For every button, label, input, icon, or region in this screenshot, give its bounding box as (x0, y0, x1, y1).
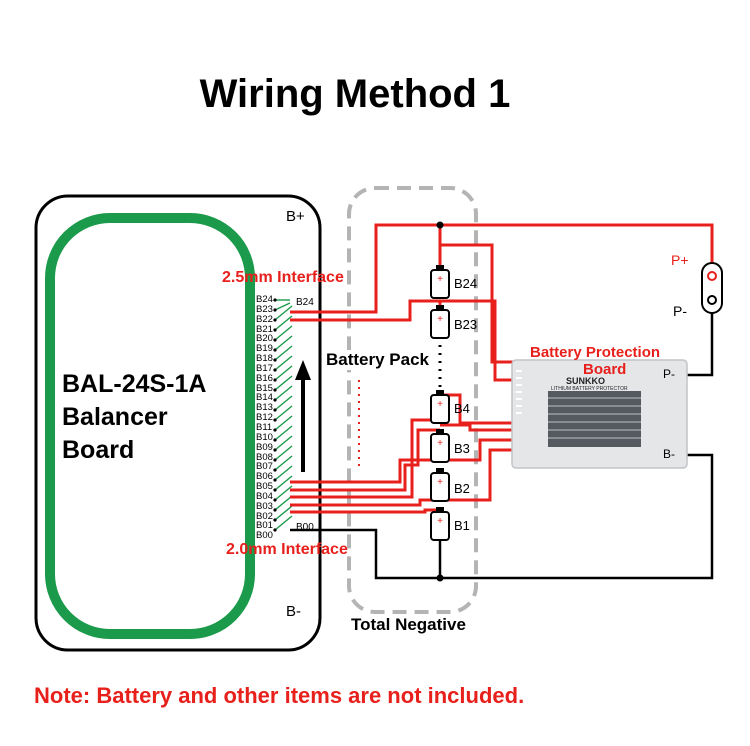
pin-list: B24 B23 B22 B21 B20 B19 B18 B17 B16 B15 … (256, 295, 273, 541)
balancer-bplus-label: B+ (286, 208, 305, 225)
svg-text:+: + (437, 399, 443, 410)
pin-dots (273, 298, 277, 532)
protection-board (511, 359, 688, 469)
pin-label: B09 (256, 441, 273, 453)
pcb-label-line1: Battery Protection (530, 344, 661, 361)
up-arrow-head (295, 360, 311, 380)
output-terminal (701, 262, 723, 314)
total-negative-label: Total Negative (351, 615, 466, 634)
output-pminus-label: P- (673, 303, 687, 319)
cell-B1: + (430, 507, 450, 541)
cell-B4: + (430, 390, 450, 424)
cell-B23: + (430, 305, 450, 339)
pin-label: B16 (256, 372, 273, 384)
red-wires (290, 223, 714, 514)
balancer-name: BAL-24S-1A Balancer Board (62, 368, 206, 467)
svg-text:+: + (437, 274, 443, 285)
pcb-bminus-label: B- (663, 447, 675, 461)
pin-label: B06 (256, 471, 273, 483)
pin-label: B21 (256, 323, 273, 335)
svg-text:+: + (437, 477, 443, 488)
pin-label: B08 (256, 451, 273, 463)
pin-label: B22 (256, 313, 273, 325)
balancer-bminus-label: B- (286, 603, 301, 620)
black-wires (290, 310, 714, 580)
pin-wires (274, 299, 293, 531)
cell-B2: + (430, 468, 450, 502)
pcb-subtitle: LITHIUM BATTERY PROTECTOR (551, 386, 628, 392)
interface-top-label: 2.5mm Interface (222, 269, 344, 286)
pin-label: B07 (256, 461, 273, 473)
cell-label-b24: B24 (454, 276, 478, 291)
cell-B3: + (430, 429, 450, 463)
pin-label: B24 (256, 294, 273, 305)
pin-bottom-tag: B00 (296, 522, 314, 533)
svg-text:+: + (437, 516, 443, 527)
output-pplus-label: P+ (671, 252, 689, 268)
page-title: Wiring Method 1 (199, 72, 511, 116)
pin-label: B15 (256, 382, 273, 394)
pin-label: B03 (256, 500, 273, 512)
disclaimer-note: Note: Battery and other items are not in… (34, 683, 525, 708)
svg-text:+: + (437, 438, 443, 449)
cell-label-b2: B2 (454, 481, 470, 496)
pcb-pminus-label: P- (663, 367, 675, 381)
pin-label: B11 (256, 421, 273, 433)
pin-label: B01 (256, 520, 273, 532)
pin-label: B23 (256, 303, 273, 315)
pin-label: B12 (256, 412, 273, 424)
pin-label: B04 (256, 490, 273, 502)
pin-label: B00 (256, 530, 273, 542)
balancer-name-line-1: BAL-24S-1A (62, 370, 207, 398)
pin-label: B19 (256, 343, 273, 355)
battery-pack-label: Battery Pack (326, 350, 430, 370)
balancer-green-outline (45, 213, 255, 639)
pin-label: B14 (256, 392, 273, 404)
battery-pack-enclosure (347, 186, 478, 614)
cell-B24: + (430, 265, 450, 299)
balancer-name-line-2: Balancer (62, 403, 168, 431)
pin-label: B17 (256, 362, 273, 374)
pcb-label-line2: Board (583, 361, 627, 378)
pin-label: B13 (256, 402, 273, 414)
pin-label: B18 (256, 353, 273, 365)
pin-label: B02 (256, 510, 273, 522)
balancer-name-line-3: Board (62, 436, 135, 464)
cell-label-b4: B4 (454, 401, 470, 416)
pin-label: B10 (256, 431, 273, 443)
cell-label-b23: B23 (454, 317, 478, 332)
pin-label: B05 (256, 481, 273, 493)
pin-label: B20 (256, 333, 273, 345)
pcb-brand: SUNKKO (566, 376, 606, 386)
svg-text:+: + (437, 314, 443, 325)
cell-label-b3: B3 (454, 441, 470, 456)
pin-top-tag: B24 (296, 297, 314, 308)
interface-bottom-label: 2.0mm Interface (226, 541, 348, 558)
junction-dots (436, 221, 444, 582)
cell-label-b1: B1 (454, 518, 470, 533)
